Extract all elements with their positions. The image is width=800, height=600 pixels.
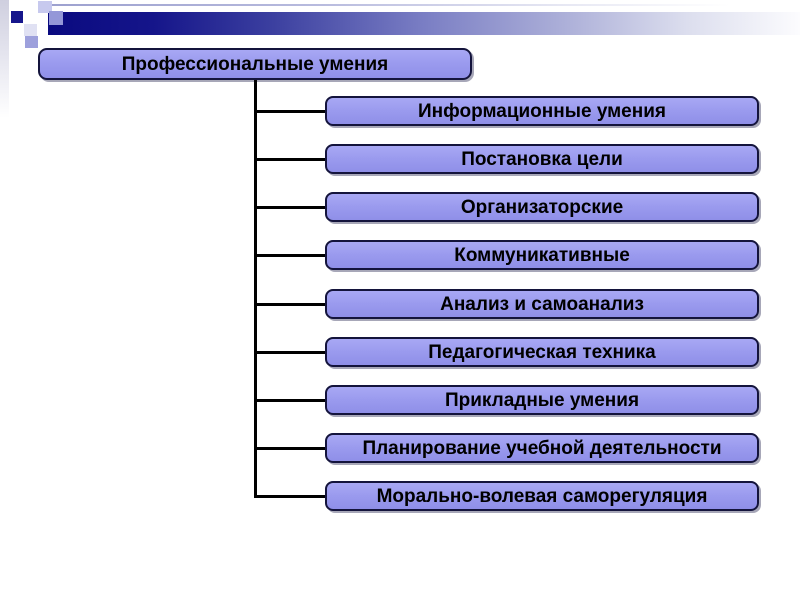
child-node: Прикладные умения <box>325 385 759 415</box>
child-node-label: Организаторские <box>460 196 624 218</box>
child-node: Анализ и самоанализ <box>325 289 759 319</box>
child-node-label: Морально-волевая саморегуляция <box>376 485 708 507</box>
child-node: Педагогическая техника <box>325 337 759 367</box>
child-node-label: Планирование учебной деятельности <box>362 437 722 459</box>
connector-trunk <box>254 80 257 498</box>
child-node-label: Анализ и самоанализ <box>440 293 644 315</box>
root-node: Профессиональные умения <box>38 48 472 80</box>
child-node: Информационные умения <box>325 96 759 126</box>
child-node-label: Постановка цели <box>461 148 623 170</box>
pixel-square-pale <box>24 24 37 36</box>
child-node-label: Педагогическая техника <box>428 341 656 363</box>
child-node-label: Коммуникативные <box>454 244 630 266</box>
child-node: Планирование учебной деятельности <box>325 433 759 463</box>
connector-stub <box>254 303 326 306</box>
header-pinstripe <box>50 4 730 6</box>
connector-stub <box>254 495 326 498</box>
connector-stub <box>254 399 326 402</box>
child-node: Постановка цели <box>325 144 759 174</box>
connector-stub <box>254 254 326 257</box>
child-node: Коммуникативные <box>325 240 759 270</box>
pixel-square-navy <box>11 11 23 23</box>
pixel-square-lavender <box>25 36 38 48</box>
connector-stub <box>254 110 326 113</box>
child-node-label: Прикладные умения <box>444 389 640 411</box>
left-gradient-strip <box>0 0 9 118</box>
pixel-square-light-top <box>38 1 52 13</box>
child-node-label: Информационные умения <box>417 100 666 122</box>
child-node: Организаторские <box>325 192 759 222</box>
connector-stub <box>254 447 326 450</box>
root-node-label: Профессиональные умения <box>121 53 389 75</box>
header-gradient-bar <box>48 12 800 35</box>
connector-stub <box>254 158 326 161</box>
connector-stub <box>254 351 326 354</box>
child-node: Морально-волевая саморегуляция <box>325 481 759 511</box>
connector-stub <box>254 206 326 209</box>
pixel-square-medium <box>49 11 63 25</box>
